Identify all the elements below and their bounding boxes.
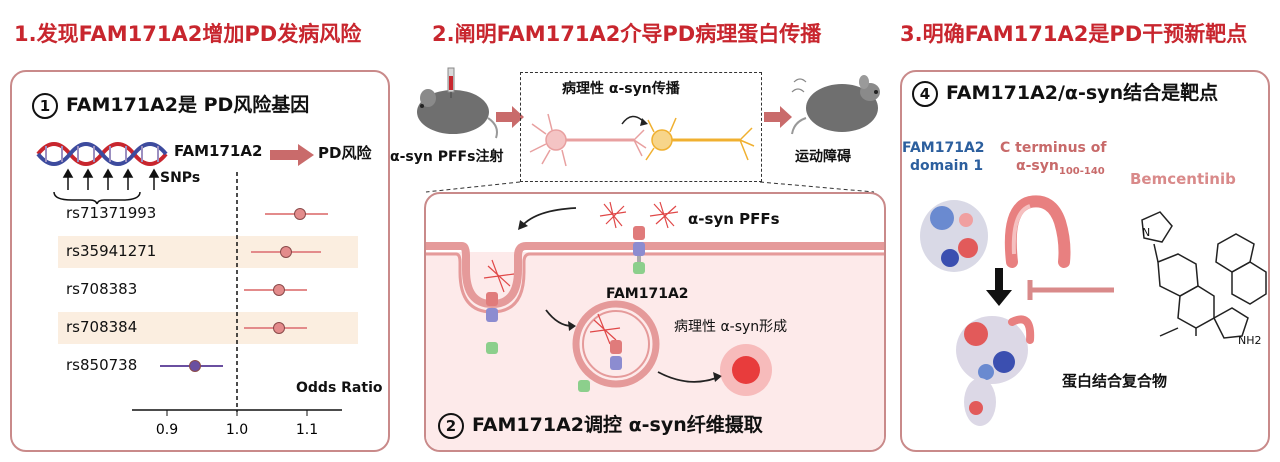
nh2-label: NH2 xyxy=(1238,334,1262,347)
motor-label: 运动障碍 xyxy=(795,149,851,165)
risk-label: PD风险 xyxy=(318,144,372,162)
target-panel: 4 FAM171A2/α-syn结合是靶点 FAM171A2 domain 1 C… xyxy=(900,70,1270,452)
forest-row: rs850738 xyxy=(58,350,358,382)
panel-1-title: 1 FAM171A2是 PD风险基因 xyxy=(32,90,309,119)
risk-arrow-icon xyxy=(270,144,314,166)
pffs-label: α-syn PFFs xyxy=(688,210,780,228)
x-tick-label: 1.0 xyxy=(226,422,248,438)
section-header-1: 1.发现FAM171A2增加PD发病风险 xyxy=(14,22,362,46)
membrane-diagram xyxy=(426,201,884,396)
panel-3-title-text: FAM171A2/α-syn结合是靶点 xyxy=(946,82,1219,104)
x-tick-label: 0.9 xyxy=(156,422,178,438)
mouse-injection-icon xyxy=(417,67,498,139)
snp-label: rs708383 xyxy=(66,280,138,298)
panel-1-title-text: FAM171A2是 PD风险基因 xyxy=(66,94,310,116)
uptake-panel: α-syn PFFs FAM171A2 病理性 α-syn形成 2 FAM171A… xyxy=(424,192,886,452)
zoom-lines xyxy=(425,181,875,193)
odds-ratio-point xyxy=(273,322,285,334)
domain-surface-icon xyxy=(920,200,988,272)
right-arrow-icon xyxy=(496,106,524,128)
forest-row: rs71371993 xyxy=(58,198,358,230)
snp-arrows-icon xyxy=(62,168,160,190)
brace-icon xyxy=(53,191,141,205)
panel-2-title-text: FAM171A2调控 α-syn纤维摄取 xyxy=(472,414,763,436)
bemcentinib-structure-icon xyxy=(1141,211,1267,339)
drug-label: Bemcentinib xyxy=(1130,170,1236,188)
x-tick-label: 1.1 xyxy=(296,422,318,438)
receptor-label: FAM171A2 xyxy=(606,286,689,302)
x-axis-label: Odds Ratio xyxy=(296,380,383,396)
snp-label: rs850738 xyxy=(66,356,138,374)
n-atom-label: N xyxy=(1142,226,1151,239)
cterm-label-1: C terminus of xyxy=(1000,140,1107,156)
odds-ratio-point xyxy=(273,284,285,296)
cterm-text: α-syn xyxy=(1016,158,1059,174)
panel-2-title: 2 FAM171A2调控 α-syn纤维摄取 xyxy=(438,410,763,439)
injection-label: α-syn PFFs注射 xyxy=(390,149,504,165)
complex-label: 蛋白结合复合物 xyxy=(1062,372,1168,390)
neuron-spread-box xyxy=(520,72,762,182)
snps-label: SNPs xyxy=(160,170,201,186)
snp-label: rs71371993 xyxy=(66,204,157,222)
formation-label: 病理性 α-syn形成 xyxy=(674,319,788,335)
spread-label: 病理性 α-syn传播 xyxy=(562,81,680,97)
binding-diagram xyxy=(920,195,1267,426)
forest-plot: 0.9 1.0 1.1 xyxy=(132,172,342,438)
snp-label: rs35941271 xyxy=(66,242,157,260)
step-number: 2 xyxy=(438,412,464,439)
step-number: 1 xyxy=(32,92,58,119)
odds-ratio-point xyxy=(294,208,306,220)
domain-label-2: domain 1 xyxy=(910,158,984,174)
neuron-icon xyxy=(529,113,755,167)
cterm-subscript: 100-140 xyxy=(1058,165,1105,177)
gene-label: FAM171A2 xyxy=(174,142,263,160)
dna-helix-icon xyxy=(36,142,168,166)
section-header-3: 3.明确FAM171A2是PD干预新靶点 xyxy=(900,22,1248,46)
mouse-motor-icon xyxy=(791,75,880,135)
cterm-label-2: α-syn100-140 xyxy=(1016,158,1105,177)
odds-ratio-point xyxy=(280,246,292,258)
odds-ratio-point xyxy=(189,360,201,372)
forest-row: rs708383 xyxy=(58,274,358,306)
snp-label: rs708384 xyxy=(66,318,138,336)
risk-gene-panel: 1 FAM171A2是 PD风险基因 FAM171A2 PD风险 SNPs rs7… xyxy=(10,70,390,452)
step-number: 4 xyxy=(912,80,938,107)
section-header-2: 2.阐明FAM171A2介导PD病理蛋白传播 xyxy=(432,22,822,46)
domain-label-1: FAM171A2 xyxy=(902,140,985,156)
panel-3-title: 4 FAM171A2/α-syn结合是靶点 xyxy=(912,78,1218,107)
forest-row: rs708384 xyxy=(58,312,358,344)
right-arrow-icon xyxy=(764,106,792,128)
